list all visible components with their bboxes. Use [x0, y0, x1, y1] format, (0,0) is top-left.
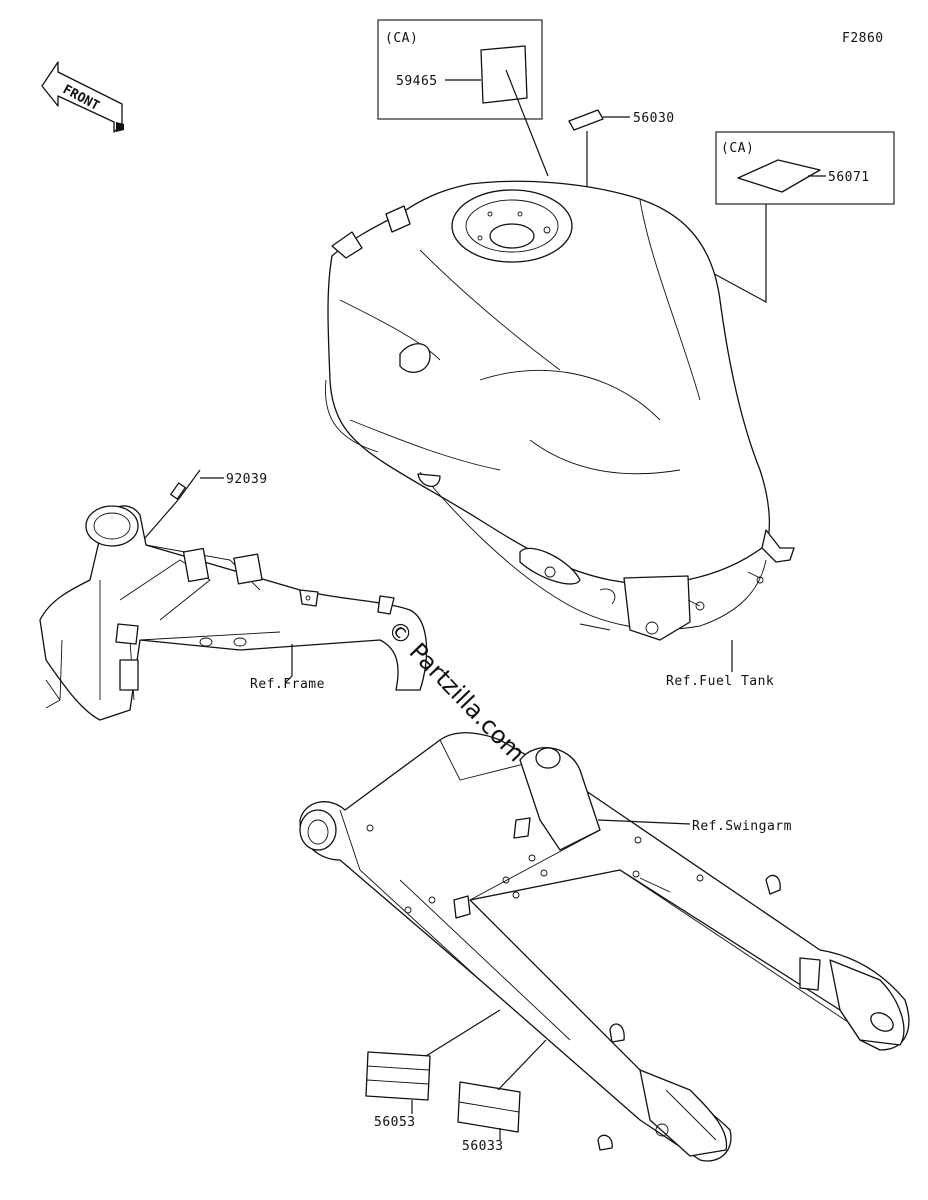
part-59465: 59465 [396, 74, 438, 89]
ca-label-2: (CA) [721, 141, 754, 156]
frame-outline [39, 505, 428, 721]
ca-box-56071: (CA) 56071 [715, 131, 895, 205]
leader-frame [285, 644, 293, 683]
fuel-tank-outline [325, 180, 795, 641]
ref-fuel-tank: Ref.Fuel Tank [666, 674, 774, 689]
part-92039: 92039 [226, 472, 268, 487]
label-56053: 56053 [365, 1009, 501, 1130]
label-59465-icon [480, 45, 528, 104]
label-56033: 56033 [457, 1039, 547, 1154]
ref-frame: Ref.Frame [250, 677, 325, 692]
label-56030-icon [568, 109, 604, 131]
ca-label-1: (CA) [385, 31, 418, 46]
label-56053-icon [365, 1051, 431, 1101]
ca-box-59465: (CA) 59465 [377, 19, 543, 120]
diagram-code: F2860 [842, 31, 884, 46]
part-56053: 56053 [374, 1115, 416, 1130]
label-56071-icon [737, 159, 821, 193]
pin-92039: 92039 [144, 469, 268, 539]
swingarm-outline [299, 732, 910, 1162]
leader-59465 [505, 69, 549, 177]
part-56071: 56071 [828, 170, 870, 185]
leader-swingarm [597, 819, 691, 825]
front-arrow-icon: FRONT [41, 61, 124, 133]
ref-swingarm: Ref.Swingarm [692, 819, 792, 834]
part-56033: 56033 [462, 1139, 504, 1154]
part-56030: 56030 [633, 111, 675, 126]
